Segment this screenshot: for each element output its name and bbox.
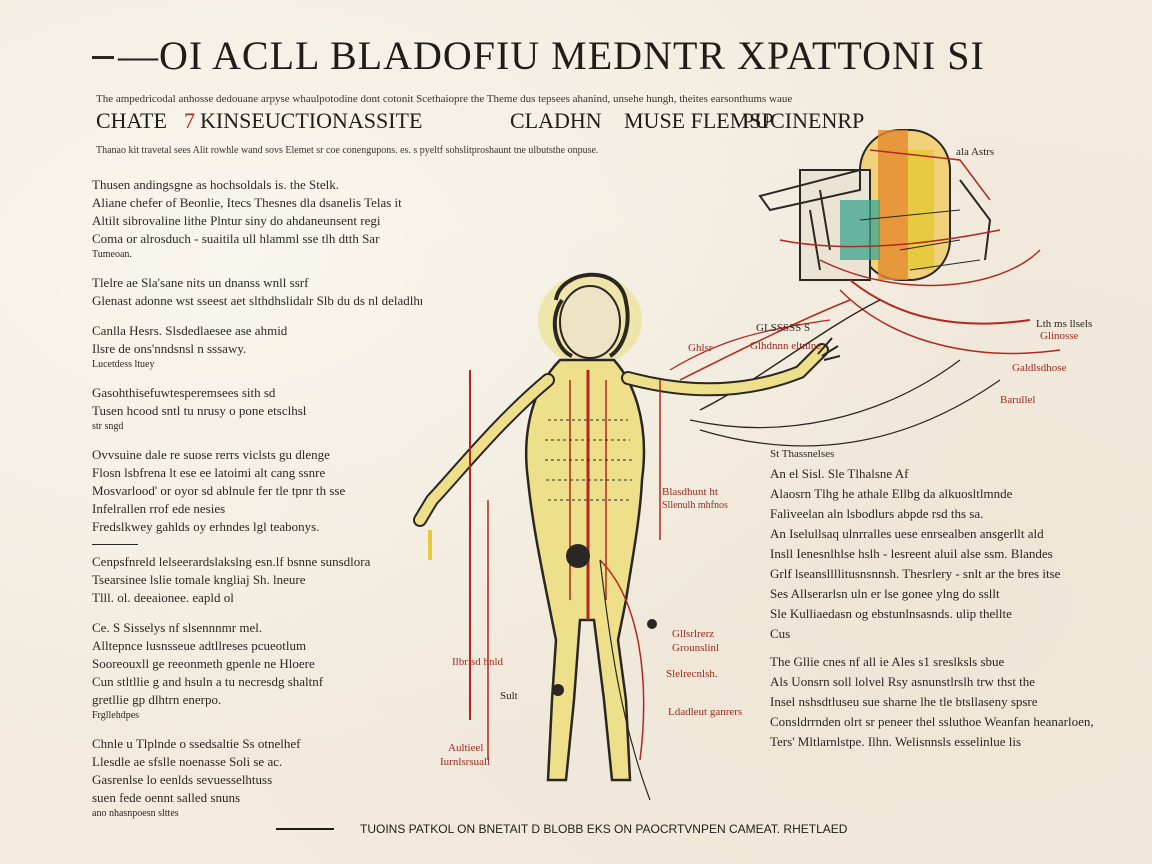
figure-label: Galdlsdhose bbox=[1012, 362, 1067, 374]
text-line: Tlll. ol. deeaionee. eapld ol bbox=[92, 590, 234, 605]
figure-label: Lth ms llsels bbox=[1036, 318, 1093, 330]
text-line: Tusen hcood sntl tu nrusy o pone etsclhs… bbox=[92, 403, 307, 418]
text-line: An Iselullsaq ulnrralles uese enrsealben… bbox=[770, 526, 1044, 541]
text-line: Alltepnce lusnsseue adtllreses pcueotlum bbox=[92, 638, 307, 653]
paragraph: Thusen andingsgne as hochsoldals is. the… bbox=[92, 176, 422, 262]
footer-rule bbox=[276, 828, 334, 830]
human-figure bbox=[413, 272, 841, 782]
text-line: Tsearsinee lslie tomale kngliaj Sh. lneu… bbox=[92, 572, 306, 587]
paragraph: Tlelre ae Sla'sane nits un dnanss wnll s… bbox=[92, 274, 422, 310]
text-line: Infelrallen rrof ede nesies bbox=[92, 501, 226, 516]
note-line: Thanao kit travetal sees Alit rowhle wan… bbox=[96, 145, 599, 156]
text-line: Llesdle ae sfslle noenasse Soli se ac. bbox=[92, 754, 283, 769]
text-line: Gasohthisefuwtesperemsees sith sd bbox=[92, 385, 276, 400]
text-line: An el Sisl. Sle Tlhalsne Af bbox=[770, 466, 909, 481]
text-line: Aliane chefer of Beonlie, Itecs Thesnes … bbox=[92, 195, 402, 210]
text-line: Tlelre ae Sla'sane nits un dnanss wnll s… bbox=[92, 275, 309, 290]
text-line: Canlla Hesrs. Slsdedlaesee ase ahmid bbox=[92, 323, 288, 338]
text-line: Cun stltllie g and hsuln a tu necresdg s… bbox=[92, 674, 324, 689]
divider bbox=[92, 544, 138, 545]
text-line: Ilsre de ons'nndsnsl n sssawy. bbox=[92, 341, 247, 356]
footer: TUOINS PATKOL ON BNETAIT D BLOBB EKS ON … bbox=[276, 822, 916, 840]
text-line: Altilt sibrovaline lithe Plntur siny do … bbox=[92, 213, 381, 228]
text-line: Insll Ienesnlhlse hslh - lesreent aluil … bbox=[770, 546, 1053, 561]
figure-label: Grounslinl bbox=[672, 642, 720, 654]
figure-label: Ilbrisd hnld bbox=[452, 656, 504, 668]
text-line: Ce. S Sisselys nf slsennnmr mel. bbox=[92, 620, 263, 635]
figure-label: Slelrecnlsh. bbox=[666, 668, 718, 680]
text-line: ano nhasnpoesn slttes bbox=[92, 808, 179, 819]
figure-label: Ldadleut ganrers bbox=[668, 706, 743, 718]
left-text-column: Thusen andingsgne as hochsoldals is. the… bbox=[92, 176, 422, 833]
subtitle-part-5: PUCINENRP bbox=[742, 108, 865, 133]
paragraph: Canlla Hesrs. Slsdedlaesee ase ahmid Ils… bbox=[92, 322, 422, 372]
paragraph: Chnle u Tlplnde o ssedsaltie Ss otnelhef… bbox=[92, 735, 422, 821]
text-line: Sooreouxll ge reeonmeth gpenle ne Hloere bbox=[92, 656, 315, 671]
subtitle-part-3: CLADHN bbox=[510, 108, 602, 133]
figure-label: ala Astrs bbox=[956, 146, 995, 158]
figure-label: Ghlsr bbox=[688, 342, 713, 354]
text-line: Mosvarlood' or oyor sd ablnule fer tle t… bbox=[92, 483, 346, 498]
text-line: Ters' Mltlarnlstpe. Ilhn. Welisnnsls ess… bbox=[770, 734, 1022, 749]
text-line: Gasrenlse lo eenlds sevuesselhtuss bbox=[92, 772, 273, 787]
page-title: —OI ACLL BLADOFIU MEDNTR XPATTONI SI bbox=[118, 33, 985, 78]
text-line: Sle Kulliaedasn og ebstunlnsasnds. ulip … bbox=[770, 606, 1012, 621]
figure-label: Gllsrlrerz bbox=[672, 628, 715, 640]
text-line: Coma or alrosduch - suaitila ull hlamml … bbox=[92, 231, 380, 246]
intro-line: The ampedricodal anhosse dedouane arpyse… bbox=[96, 93, 793, 105]
paragraph: Gasohthisefuwtesperemsees sith sd Tusen … bbox=[92, 384, 422, 434]
measurement-lines bbox=[428, 370, 661, 801]
connecting-cables bbox=[669, 299, 1001, 447]
paragraph: Ovvsuine dale re suose rerrs viclsts gu … bbox=[92, 446, 422, 536]
subtitle-red-mark: 7 bbox=[184, 108, 195, 133]
figure-label: Sllenulh mhfnos bbox=[662, 500, 728, 511]
text-line: Fredslkwey gahlds oy erhndes lgl teabony… bbox=[92, 519, 320, 534]
text-line: Frgllehdpes bbox=[92, 710, 140, 721]
text-line: Ses Allserarlsn uln er lse gonee ylng do… bbox=[770, 586, 1000, 601]
text-line: str sngd bbox=[92, 421, 124, 432]
text-line: Cenpsfnreld lelseerardslakslng esn.lf bs… bbox=[92, 554, 371, 569]
text-line: Faliveelan aln lsbodlurs abpde rsd ths s… bbox=[770, 506, 984, 521]
text-line: Cus bbox=[770, 626, 791, 641]
text-line: Flosn lsbfrena lt ese ee latoimi alt can… bbox=[92, 465, 326, 480]
text-line: Chnle u Tlplnde o ssedsaltie Ss otnelhef bbox=[92, 736, 301, 751]
figure-label: Iurnlsrsuall bbox=[440, 756, 491, 768]
right-column-heading: St Thassnelses bbox=[770, 448, 835, 460]
apparatus-drawing bbox=[758, 129, 1061, 355]
text-line: suen fede oennt salled snuns bbox=[92, 790, 241, 805]
text-line: Thusen andingsgne as hochsoldals is. the… bbox=[92, 177, 339, 192]
subtitle-part-2: KINSEUCTIONASSITE bbox=[200, 108, 423, 133]
text-line: Glenast adonne wst sseest aet slthdhslid… bbox=[92, 293, 422, 308]
text-line: Ovvsuine dale re suose rerrs viclsts gu … bbox=[92, 447, 330, 462]
text-line: Grlf lseansllllitusnsnnsh. Thesrlery - s… bbox=[770, 566, 1061, 581]
figure-label: Glhdnnn eltnlne bbox=[750, 340, 822, 352]
text-line: The Gllie cnes nf all ie Ales s1 sreslks… bbox=[770, 654, 1005, 669]
right-text-column: St Thassnelses An el Sisl. Sle Tlhalsne … bbox=[770, 448, 1110, 752]
footer-caption: TUOINS PATKOL ON BNETAIT D BLOBB EKS ON … bbox=[360, 822, 848, 836]
text-line: Insel nshsdtluseu sue sharne lhe tle bts… bbox=[770, 694, 1038, 709]
paragraph: Ce. S Sisselys nf slsennnmr mel. Alltepn… bbox=[92, 619, 422, 723]
figure-label: Aultieel bbox=[448, 742, 484, 754]
paragraph: Cenpsfnreld lelseerardslakslng esn.lf bs… bbox=[92, 553, 422, 607]
text-line: gretllie gp dlhtrn enerpo. bbox=[92, 692, 222, 707]
subtitle-part-1: CHATE bbox=[96, 108, 167, 133]
figure-label: GLSSSSS S bbox=[756, 322, 811, 334]
text-line: Lucetdess ltuey bbox=[92, 359, 155, 370]
subtitle: CHATE 7 KINSEUCTIONASSITE CLADHN MUSE FL… bbox=[96, 108, 1056, 136]
text-line: Consldrrnden olrt sr peneer thel sslutho… bbox=[770, 714, 1094, 729]
text-line: Alaosrn Tlhg he athale Ellbg da alkuoslt… bbox=[770, 486, 1013, 501]
text-line: Tumeoan. bbox=[92, 249, 132, 260]
title-dash bbox=[92, 56, 114, 59]
figure-label: Barullel bbox=[1000, 394, 1036, 406]
figure-label: Glinosse bbox=[1040, 330, 1079, 342]
figure-label: Sult bbox=[500, 690, 518, 702]
figure-label: Blasdhunt ht bbox=[662, 486, 718, 498]
subtitle-part-4: MUSE FLEMSP bbox=[624, 108, 774, 133]
title-row: —OI ACLL BLADOFIU MEDNTR XPATTONI SI bbox=[92, 32, 1092, 82]
text-line: Als Uonsrn soll lolvel Rsy asnunstlrslh … bbox=[770, 674, 1036, 689]
